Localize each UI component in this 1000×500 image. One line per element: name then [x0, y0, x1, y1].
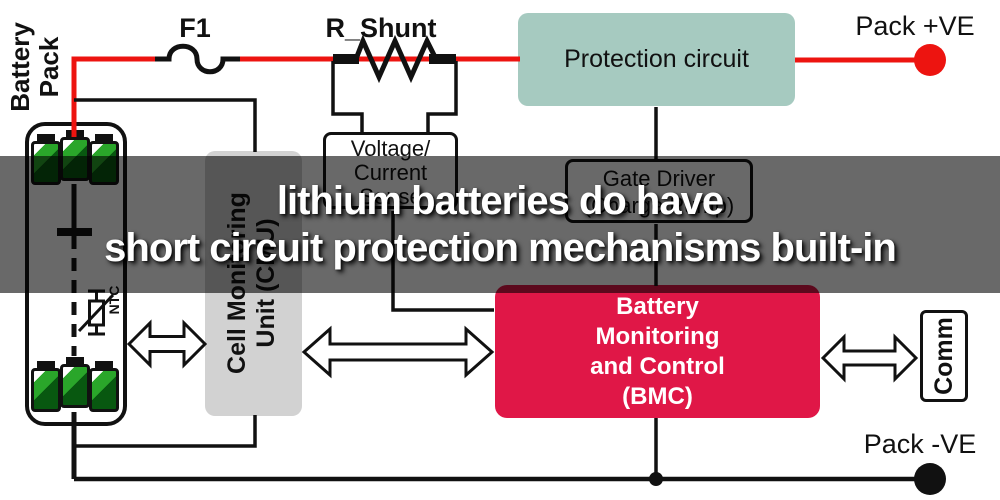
battery-terminal: [95, 134, 113, 141]
protection-circuit-box: Protection circuit: [518, 13, 795, 106]
ground-junction-dot: [649, 472, 663, 486]
arrow-cmu-bmc: [301, 325, 495, 379]
shunt-resistor-icon: [333, 34, 456, 84]
battery-pack-label-line2: Pack: [34, 36, 64, 98]
battery-terminal: [66, 357, 84, 364]
caption-overlay: lithium batteries do have short circuit …: [0, 156, 1000, 293]
battery-terminal: [95, 361, 113, 368]
arrow-pack-cmu: [126, 319, 208, 369]
pack-negative-label: Pack -VE: [863, 429, 977, 459]
battery-cell: [60, 364, 90, 408]
battery-terminal: [37, 361, 55, 368]
protection-circuit-label: Protection circuit: [564, 45, 749, 73]
arrow-bmc-comm: [820, 333, 919, 383]
fuse-label: F1: [179, 13, 211, 43]
caption-line2: short circuit protection mechanisms buil…: [104, 225, 897, 270]
comm-box: [920, 310, 968, 402]
battery-terminal: [37, 134, 55, 141]
battery-monitoring-control-box: Battery Monitoring and Control (BMC): [495, 285, 820, 418]
battery-cell: [89, 368, 119, 412]
caption-line1: lithium batteries do have: [276, 178, 724, 223]
bmc-line1: Battery: [616, 293, 699, 320]
bmc-line4: (BMC): [622, 383, 693, 410]
bmc-line3: and Control: [590, 353, 725, 380]
pack-negative-node: [914, 463, 946, 495]
battery-pack-label: Battery Pack: [5, 12, 64, 122]
comm-label: Comm: [930, 317, 958, 395]
pack-positive-label: Pack +VE: [855, 11, 975, 41]
shunt-label: R_Shunt: [325, 13, 437, 43]
battery-terminal: [66, 130, 84, 137]
pack-positive-node: [914, 44, 946, 76]
bmc-line2: Monitoring: [595, 323, 720, 350]
battery-pack-label-line1: Battery: [5, 22, 35, 112]
fuse-icon: [155, 43, 240, 75]
battery-cell: [31, 368, 61, 412]
